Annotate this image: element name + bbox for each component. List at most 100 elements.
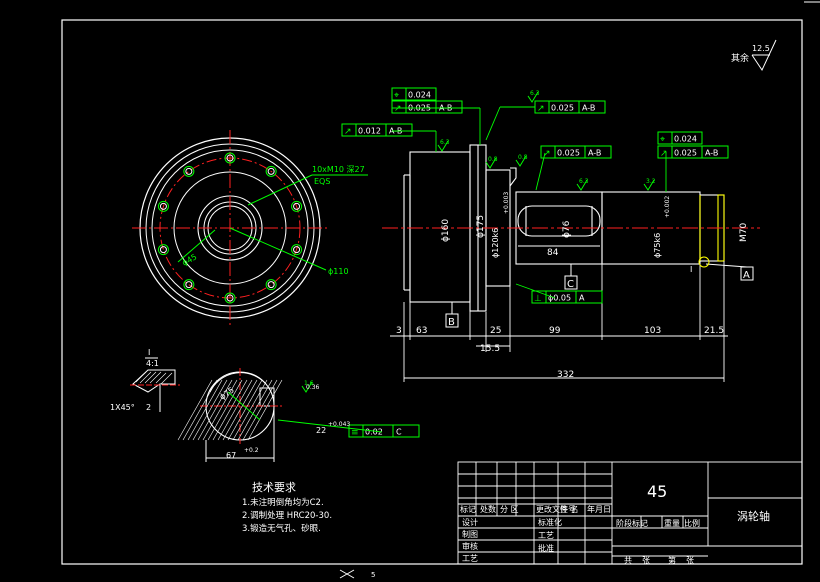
gdt-frame: ⊥ ϕ0.05 A <box>531 290 603 304</box>
bolt-hole <box>183 279 195 291</box>
dim-21-5: 21.5 <box>704 326 724 336</box>
dim-15-5: 15.5 <box>480 344 500 354</box>
tech-line-2: 2.调制处理 HRC20-30. <box>242 510 332 521</box>
gdt-value: ϕ0.05 <box>548 294 571 303</box>
datum-b: B <box>448 317 455 328</box>
part-name: 涡轮轴 <box>737 509 770 523</box>
tb-header-cell: 处数 <box>480 504 496 514</box>
key-width-tol: +0.043 <box>328 421 350 428</box>
dim-d160: ϕ160 <box>441 219 451 242</box>
dim-84: 84 <box>547 248 559 258</box>
gdt-frame: ⌖ 0.024 <box>657 131 703 145</box>
tb-sheet-label: 共 <box>624 556 632 565</box>
tb-header-cell: 分 区 <box>500 505 519 514</box>
detail-scale: 4:1 <box>146 359 159 368</box>
tech-title: 技术要求 <box>252 481 296 494</box>
gdt-symbol: ↗ <box>543 149 551 159</box>
roughness-value: 6.3 <box>579 178 589 185</box>
gdt-symbol: ↗ <box>394 104 402 114</box>
tb-header-cell: 更改文件号 <box>536 504 576 514</box>
roughness-mark: 0.8 <box>515 154 528 167</box>
bolt-hole <box>291 244 303 256</box>
bolt-hole <box>265 279 277 291</box>
bore-diameter-label: ϕ45 <box>181 252 199 268</box>
bolt-hole <box>224 292 236 304</box>
dim-63: 63 <box>416 326 427 336</box>
tech-line-3: 3.锻造无气孔、砂眼. <box>242 523 321 534</box>
tb-row-label: 工艺 <box>462 554 478 563</box>
gdt-datum: A <box>579 294 585 303</box>
gdt-value: 0.02 <box>365 428 383 437</box>
detail-i-view: I 4:1 1X45° 2 <box>110 348 180 412</box>
dim-d120k6: ϕ120k6 <box>491 228 500 258</box>
bolt-hole <box>224 152 236 164</box>
detail-title-i: I <box>148 348 150 357</box>
gdt-value: 0.025 <box>557 149 580 158</box>
roughness-value: 0.8 <box>518 154 528 161</box>
flange-end-view <box>132 130 368 326</box>
dim-103: 103 <box>644 326 661 336</box>
key-depth-tol: +0.2 <box>244 447 259 454</box>
tb-stage-label: 比例 <box>684 518 700 528</box>
gdt-value: 0.012 <box>358 127 381 136</box>
key-depth: 67 <box>226 451 236 460</box>
dim-d75k6: ϕ75k6 <box>653 233 662 258</box>
gdt-symbol: ⊥ <box>534 294 542 304</box>
tb-row-label: 制图 <box>462 529 478 539</box>
tb-header-cell: 标记 <box>460 504 476 514</box>
chamfer-label: 1X45° <box>110 403 135 412</box>
dim-d175: ϕ175 <box>476 215 486 238</box>
chamfer-length: 2 <box>146 403 151 412</box>
page-number: 5 <box>371 571 375 579</box>
roughness-value: 1.6 <box>304 380 314 387</box>
tb-right-label: 批准 <box>538 543 554 553</box>
eqs-label: EQS <box>314 177 330 186</box>
roughness-label: 其余 <box>731 52 749 64</box>
dim-99: 99 <box>549 326 561 336</box>
tb-stage-label: 重量 <box>664 518 680 528</box>
dim-d75-tol: +0.002 <box>664 196 671 218</box>
tb-header-cell: 年月日 <box>587 504 611 514</box>
gdt-value: 0.025 <box>674 149 697 158</box>
gdt-value: 0.024 <box>674 135 697 144</box>
gdt-symbol: ↗ <box>537 104 545 114</box>
roughness-value: 0.8 <box>488 156 498 163</box>
bolt-hole <box>157 244 169 256</box>
keyway-section <box>177 368 283 462</box>
gdt-symbol: ↗ <box>344 127 352 137</box>
roughness-general: 其余 12.5 <box>731 39 777 72</box>
gdt-symbol: ↗ <box>660 149 668 159</box>
tb-row-label: 设计 <box>462 517 478 527</box>
roughness-mark: 6.3 <box>437 139 450 152</box>
title-block <box>457 461 803 565</box>
dim-3: 3 <box>396 326 402 336</box>
tb-sheet-label: 张 <box>642 556 650 565</box>
tb-sheet-label: 第 <box>668 555 676 565</box>
gdt-datum: A-B <box>582 104 595 113</box>
drawing-border <box>61 19 803 565</box>
dim-25: 25 <box>490 326 501 336</box>
tb-header-cell: 签 名 <box>560 504 579 514</box>
gdt-datum: A-B <box>588 149 601 158</box>
gdt-frame: ↗ 0.025 A-B <box>540 145 612 159</box>
dim-d120-tol: +0.003 <box>503 192 510 214</box>
material: 45 <box>647 482 667 501</box>
bolt-hole <box>265 165 277 177</box>
tech-requirements: 技术要求 1.未注明倒角均为C2. 2.调制处理 HRC20-30. 3.锻造无… <box>242 481 332 534</box>
roughness-mark: 1.6 <box>301 380 314 393</box>
bolt-hole <box>157 200 169 212</box>
tb-right-label: 标准化 <box>538 517 562 527</box>
bolt-hole <box>183 165 195 177</box>
bolt-hole <box>291 200 303 212</box>
tb-right-label: 工艺 <box>538 531 554 540</box>
gdt-datum: C <box>396 428 402 437</box>
roughness-value: 3.2 <box>646 178 656 185</box>
gdt-value: 0.024 <box>408 91 431 100</box>
gdt-symbol: ⌖ <box>660 135 665 145</box>
